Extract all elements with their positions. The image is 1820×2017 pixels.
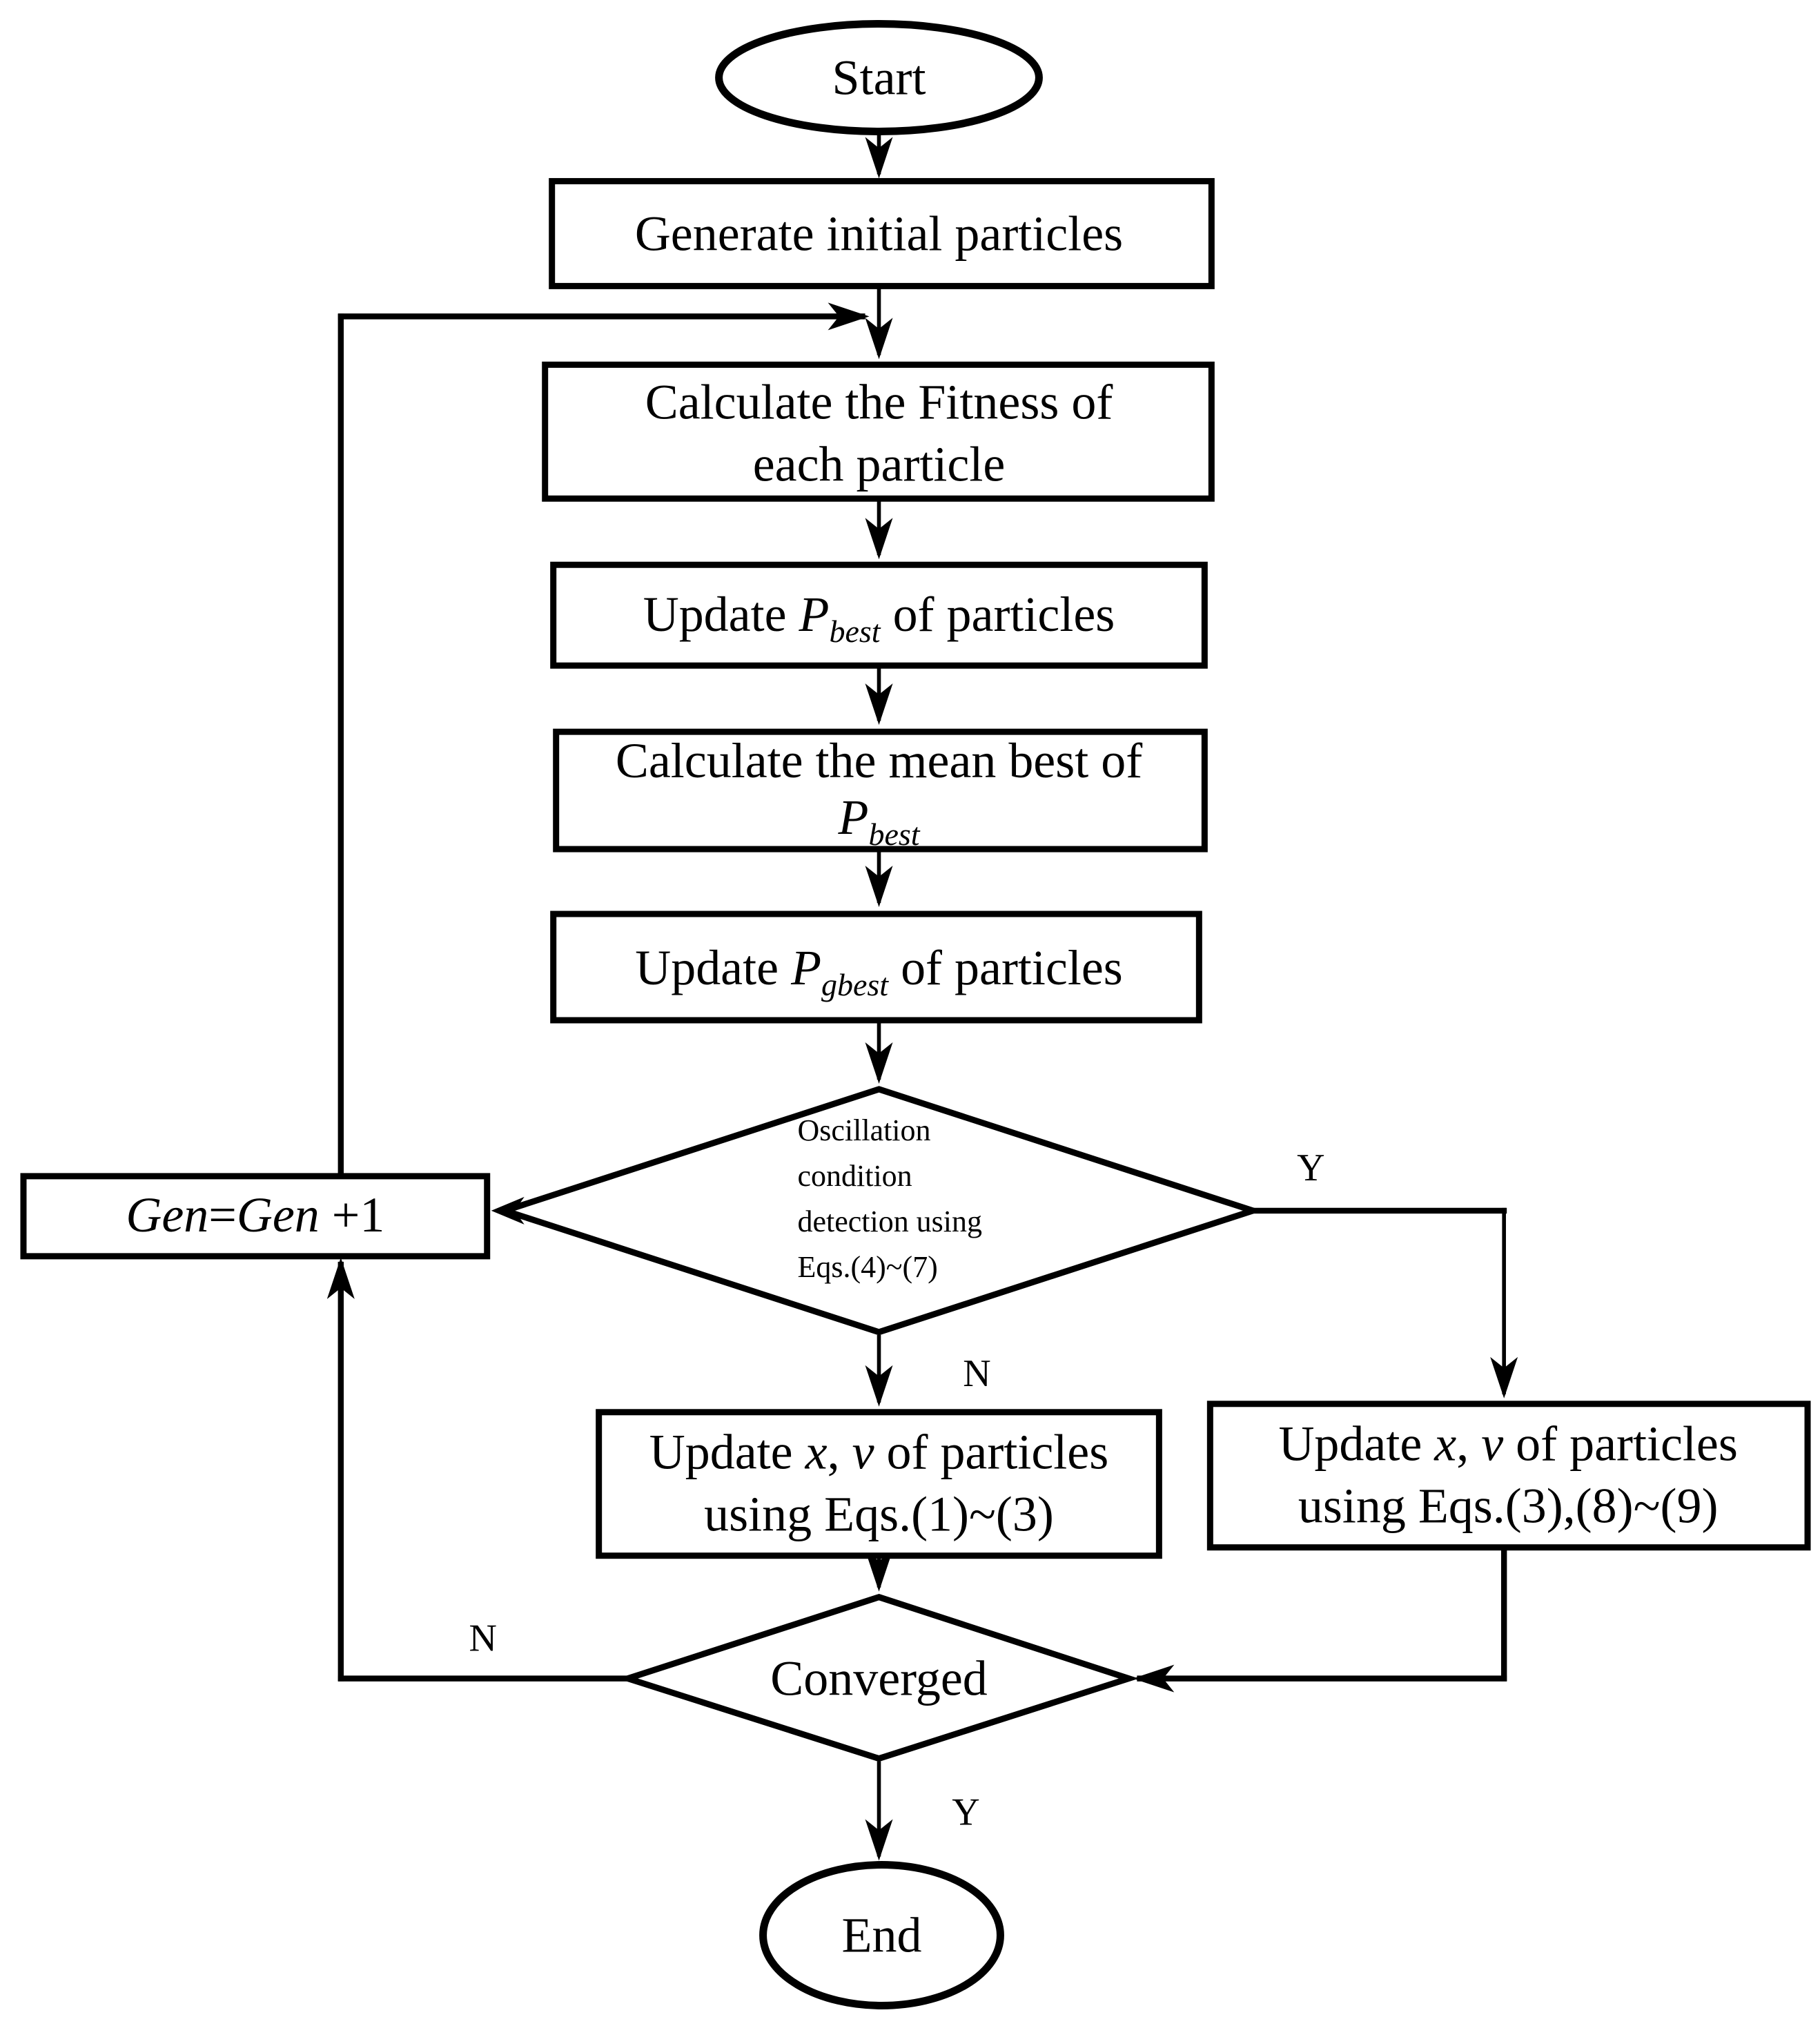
gen-increment-shape bbox=[20, 1173, 491, 1260]
end-terminator-shape bbox=[759, 1861, 1004, 2009]
update-xv-eqs1-3-box: Update x, v of particles using Eqs.(1)~(… bbox=[596, 1409, 1162, 1559]
update-pbest-box: Update Pbest of particles bbox=[550, 561, 1208, 669]
generate-particles-label: Generate initial particles bbox=[635, 206, 1123, 261]
calc-fitness-box: Calculate the Fitness of each particle bbox=[542, 361, 1215, 502]
oscillation-decision-diamond: Oscillation condition detection using Eq… bbox=[495, 1086, 1263, 1336]
update-xv-eqs3-8-9-label-line2: using Eqs.(3),(8)~(9) bbox=[1298, 1479, 1719, 1534]
update-xv-eqs3-8-9-label-line1: Update x, v of particles bbox=[1278, 1416, 1737, 1472]
update-xv-eqs3-8-9-box: Update x, v of particles using Eqs.(3),(… bbox=[1206, 1401, 1811, 1551]
calc-mean-best-label-line2: Pbest bbox=[838, 790, 921, 852]
generate-particles-shape bbox=[549, 177, 1215, 289]
update-xv-eqs1-3-label-line2: using Eqs.(1)~(3) bbox=[704, 1487, 1054, 1542]
start-label: Start bbox=[832, 50, 926, 106]
oscillation-label-line2: condition bbox=[798, 1159, 912, 1193]
oscillation-label-line4: Eqs.(4)~(7) bbox=[798, 1250, 938, 1284]
calc-fitness-label-line2: each particle bbox=[753, 436, 1006, 491]
start-terminator: Start bbox=[715, 20, 1043, 135]
update-pbest-shape bbox=[550, 561, 1208, 669]
label-converged-no: N bbox=[469, 1617, 497, 1660]
calc-fitness-shape bbox=[542, 361, 1215, 502]
update-pgbest-shape bbox=[550, 910, 1202, 1024]
oscillation-label-line1: Oscillation bbox=[798, 1113, 931, 1147]
end-terminator: End bbox=[759, 1861, 1004, 2009]
converged-label: Converged bbox=[770, 1651, 987, 1706]
label-oscillation-no: N bbox=[963, 1352, 990, 1395]
label-oscillation-yes: Y bbox=[1297, 1147, 1324, 1189]
update-pgbest-label: Update Pgbest of particles bbox=[635, 940, 1123, 1002]
label-converged-yes: Y bbox=[952, 1791, 979, 1834]
end-label: End bbox=[842, 1907, 922, 1962]
start-terminator-shape bbox=[715, 20, 1043, 135]
calc-mean-best-box: Calculate the mean best of Pbest bbox=[553, 728, 1208, 852]
converged-decision-diamond: Converged bbox=[617, 1593, 1139, 1762]
update-xv-eqs1-3-label-line1: Update x, v of particles bbox=[649, 1425, 1108, 1480]
generate-particles-box: Generate initial particles bbox=[549, 177, 1215, 289]
calc-mean-best-label-line1: Calculate the mean best of bbox=[616, 733, 1142, 788]
gen-increment-label: Gen=Gen +1 bbox=[126, 1187, 384, 1243]
converged-decision-shape bbox=[617, 1593, 1139, 1762]
update-xv-eqs1-3-shape bbox=[596, 1409, 1162, 1559]
update-xv-eqs3-8-9-shape bbox=[1206, 1401, 1811, 1551]
calc-fitness-label-line1: Calculate the Fitness of bbox=[645, 374, 1113, 429]
update-pgbest-box: Update Pgbest of particles bbox=[550, 910, 1202, 1024]
update-pbest-label: Update Pbest of particles bbox=[643, 587, 1115, 649]
gen-increment-box: Gen=Gen +1 bbox=[20, 1173, 491, 1260]
oscillation-label-line3: detection using bbox=[798, 1205, 982, 1238]
oscillation-decision-shape bbox=[495, 1086, 1263, 1336]
calc-mean-best-shape bbox=[553, 728, 1208, 852]
